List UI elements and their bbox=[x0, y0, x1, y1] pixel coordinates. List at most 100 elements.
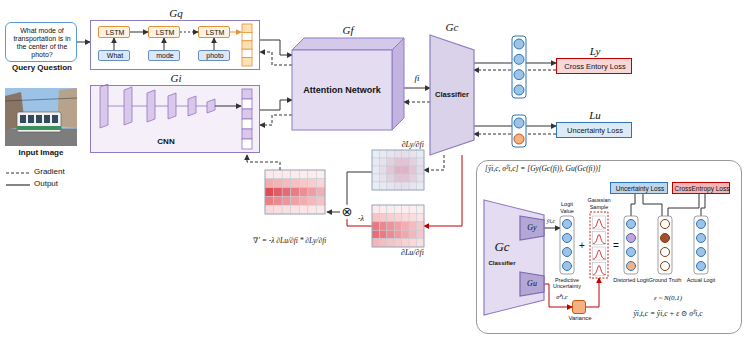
node-text: Ground Truth bbox=[645, 277, 685, 283]
vector-unit bbox=[697, 234, 706, 243]
gradient-return bbox=[247, 155, 280, 170]
heat-cell bbox=[394, 213, 401, 221]
vector-unit bbox=[697, 248, 706, 257]
heat-cell bbox=[265, 179, 274, 188]
heat-cell bbox=[409, 174, 416, 182]
photo-sky bbox=[5, 88, 77, 146]
photo-tram-window bbox=[20, 115, 26, 123]
feature-vector-cell bbox=[242, 58, 252, 66]
heat-cell bbox=[379, 205, 386, 213]
heat-cell bbox=[394, 158, 401, 166]
heat-cell bbox=[387, 230, 394, 238]
heat-cell bbox=[282, 196, 291, 205]
query-box: What mode of transportation is in the ce… bbox=[5, 22, 77, 62]
heat-cell bbox=[409, 158, 416, 166]
heat-cell bbox=[417, 182, 424, 190]
node-subtext: Attention Network bbox=[294, 50, 390, 130]
logit-vector-outline bbox=[624, 216, 638, 274]
connector bbox=[404, 102, 430, 103]
heat-cell bbox=[308, 188, 317, 197]
heat-cell bbox=[282, 179, 291, 188]
photo-tram-window bbox=[44, 115, 50, 123]
heat-cell bbox=[417, 230, 424, 238]
feature-vector-cell bbox=[242, 32, 252, 40]
heat-cell bbox=[372, 150, 379, 158]
gradient-heatmap: ∂Lu/∂fi bbox=[372, 205, 424, 247]
vector-frame bbox=[624, 216, 638, 274]
vector-unit bbox=[661, 234, 670, 243]
heat-cell bbox=[291, 196, 300, 205]
gradient-heatmap-outline bbox=[372, 150, 424, 190]
trapezoid-shape bbox=[484, 200, 544, 315]
classifier: GcClassifierGyGu bbox=[484, 200, 544, 315]
question-encoder-box: GqLSTMLSTMLSTMWhatmodephoto bbox=[90, 20, 260, 70]
cnn-link bbox=[132, 106, 147, 107]
connector bbox=[631, 194, 635, 216]
cnn-link bbox=[176, 106, 188, 107]
connector bbox=[404, 88, 430, 89]
photo-tram-stripe bbox=[17, 126, 61, 130]
annotation-label: ε ~ N(0,1) bbox=[653, 295, 683, 303]
cnn-layer bbox=[100, 84, 108, 128]
word-token: photo bbox=[198, 50, 230, 61]
connector bbox=[586, 278, 599, 307]
heat-cell bbox=[372, 205, 379, 213]
node-subtext: CNN bbox=[91, 137, 241, 146]
connector bbox=[114, 38, 115, 50]
heat-cell bbox=[387, 182, 394, 190]
heat-cell bbox=[417, 166, 424, 174]
heat-cell bbox=[299, 179, 308, 188]
attention-network: GfAttention Network bbox=[292, 38, 404, 130]
node-subtext: Classifier bbox=[431, 35, 473, 155]
vector-unit bbox=[661, 262, 670, 271]
heat-cell bbox=[387, 222, 394, 230]
vector-unit bbox=[563, 262, 572, 271]
cnn-link bbox=[196, 106, 207, 107]
node-text: Variance bbox=[560, 315, 600, 322]
heat-cell bbox=[409, 150, 416, 158]
node-text: ∂Lu/∂fi bbox=[401, 248, 424, 257]
feature-vector-cell bbox=[242, 99, 252, 109]
cnn-layer bbox=[147, 90, 155, 122]
legend-text: Output bbox=[34, 180, 58, 189]
node-text: ∂Ly/∂fi bbox=[402, 140, 424, 149]
legend-sample bbox=[6, 184, 30, 185]
classifier: GcClassifier bbox=[430, 35, 474, 155]
annotation-label: -λ bbox=[357, 215, 365, 224]
connector bbox=[260, 100, 292, 110]
heatmap bbox=[372, 150, 424, 190]
node-text: LSTM bbox=[100, 27, 130, 39]
heat-cell bbox=[274, 170, 283, 179]
gaussian-curve bbox=[593, 219, 606, 228]
heat-cell bbox=[402, 166, 409, 174]
heat-cell bbox=[308, 179, 317, 188]
connector bbox=[77, 42, 90, 43]
sample-frame bbox=[590, 212, 608, 278]
node-text: Gc bbox=[410, 21, 494, 34]
node-text: [ŷi,c, σ̂²i,c] = [Gy(Gc(fi)), Gu(Gc(fi))… bbox=[485, 165, 735, 174]
heatmap-frame bbox=[372, 150, 424, 190]
lstm-cell: LSTM bbox=[98, 26, 130, 38]
heat-cell bbox=[387, 150, 394, 158]
logit-vector: Logit ValuePredictive Uncertainty bbox=[560, 216, 574, 274]
heat-cell bbox=[316, 179, 325, 188]
heat-cell bbox=[316, 196, 325, 205]
legend-text: Gradient bbox=[34, 168, 65, 177]
heat-cell bbox=[379, 239, 386, 247]
heatmap-frame bbox=[372, 205, 424, 247]
heat-cell bbox=[316, 205, 325, 214]
trapezoid-shape bbox=[520, 216, 544, 240]
heat-cell bbox=[282, 188, 291, 197]
feature-vector-cell bbox=[242, 109, 252, 119]
connector bbox=[130, 32, 148, 33]
heat-cell bbox=[394, 222, 401, 230]
heat-cell bbox=[402, 150, 409, 158]
vector-unit bbox=[697, 262, 706, 271]
heat-cell bbox=[316, 170, 325, 179]
heat-cell bbox=[417, 174, 424, 182]
connector bbox=[424, 155, 444, 170]
loss-box: CrossEntropy Loss bbox=[672, 182, 730, 194]
heat-cell bbox=[409, 182, 416, 190]
cube-front bbox=[292, 50, 392, 130]
heat-cell bbox=[402, 182, 409, 190]
